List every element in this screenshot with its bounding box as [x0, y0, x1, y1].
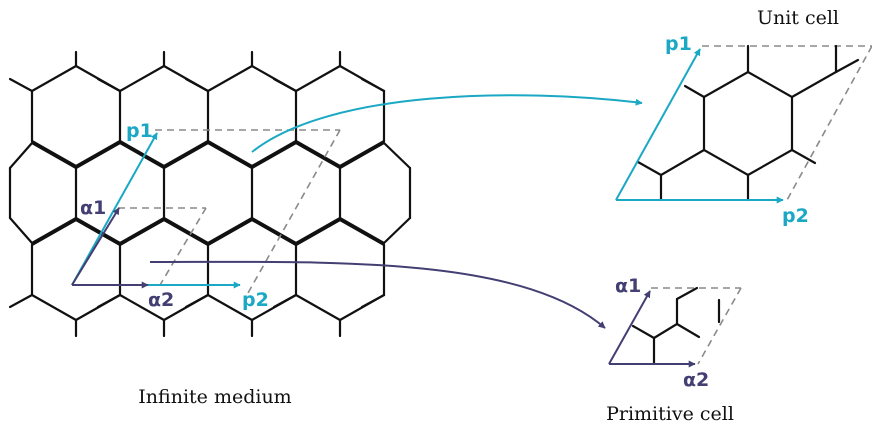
alpha2-label-primitive-cell: α2	[683, 369, 709, 391]
honeycomb-edge	[118, 216, 166, 245]
honeycomb-edge	[250, 218, 298, 247]
alpha1-vector-primitive-cell	[608, 290, 651, 365]
honeycomb-edge	[206, 141, 254, 170]
unit-cell-honeycomb	[636, 44, 860, 202]
p2-label-on-medium: p2	[242, 289, 269, 311]
honeycomb-edge	[338, 218, 386, 247]
honeycomb-edge	[338, 141, 386, 170]
honeycomb-edge	[206, 293, 254, 322]
honeycomb-edge	[250, 139, 298, 168]
honeycomb-edge	[360, 77, 386, 93]
primitive-cell-caption: Primitive cell	[606, 403, 734, 425]
honeycomb-edge	[30, 218, 78, 247]
honeycomb-edge	[30, 216, 78, 245]
honeycomb-edge	[8, 141, 34, 170]
honeycomb-edge	[162, 141, 210, 170]
honeycomb-edge	[74, 218, 122, 247]
honeycomb-edge	[250, 141, 298, 170]
p2-label-unit-cell: p2	[782, 205, 809, 227]
honeycomb-edge	[8, 216, 34, 245]
primitive-cell-mapping-arrow	[149, 260, 606, 329]
honeycomb-edge	[294, 64, 342, 93]
honeycomb-edge	[206, 64, 254, 93]
primitive-cell: α1 α2	[608, 275, 742, 391]
honeycomb-edge	[30, 141, 78, 170]
alpha1-label-primitive-cell: α1	[615, 275, 641, 297]
honeycomb-edge	[382, 216, 412, 245]
honeycomb-edge	[382, 141, 412, 170]
p1-label-on-medium: p1	[126, 120, 153, 142]
honeycomb-edge	[294, 141, 342, 170]
unit-cell-outline-on-medium	[155, 129, 341, 294]
honeycomb-edge	[294, 139, 342, 168]
honeycomb-edge	[118, 293, 166, 322]
p1-label-unit-cell: p1	[665, 33, 692, 55]
alpha1-label-on-medium: α1	[80, 197, 106, 219]
honeycomb-edge	[74, 216, 122, 245]
honeycomb-edge	[162, 218, 210, 247]
unit-cell-caption: Unit cell	[757, 7, 839, 29]
honeycomb-edge	[118, 218, 166, 247]
honeycomb-edge	[30, 64, 78, 93]
honeycomb-edge	[74, 139, 122, 168]
honeycomb-edge	[96, 77, 122, 93]
honeycomb-edge	[338, 216, 386, 245]
honeycomb-edge	[206, 139, 254, 168]
honeycomb-edge	[118, 139, 166, 168]
honeycomb-edge	[206, 216, 254, 245]
honeycomb-edge	[118, 64, 166, 93]
honeycomb-edge	[162, 139, 210, 168]
honeycomb-edge	[206, 218, 254, 247]
unit-cell: p1 p2	[615, 33, 872, 227]
primitive-cell-honeycomb	[631, 286, 721, 366]
honeycomb-edge	[294, 216, 342, 245]
honeycomb-edge	[184, 77, 210, 93]
primitive-cell-dashed-outline	[651, 287, 742, 365]
honeycomb-edge	[30, 293, 78, 322]
honeycomb-edge	[118, 141, 166, 170]
honeycomb-edge	[272, 293, 298, 309]
honeycomb-edge	[162, 216, 210, 245]
honeycomb-edge	[294, 293, 342, 322]
honeycomb-edge	[96, 293, 122, 309]
honeycomb-edge	[8, 293, 34, 309]
honeycomb-edge	[250, 216, 298, 245]
honeycomb-edge	[30, 139, 78, 168]
primitive-cell-outline-on-medium	[118, 207, 207, 286]
infinite-honeycomb-lattice	[8, 50, 412, 338]
honeycomb-edge	[294, 218, 342, 247]
honeycomb-edge	[360, 293, 386, 309]
unit-cell-mapping-arrow	[251, 94, 643, 153]
infinite-medium-caption: Infinite medium	[138, 386, 291, 408]
honeycomb-edge	[8, 77, 34, 93]
honeycomb-edge	[184, 293, 210, 309]
honeycomb-edge	[338, 139, 386, 168]
alpha1-vector-on-medium	[71, 207, 120, 286]
unit-cell-dashed-outline	[702, 45, 872, 201]
honeycomb-edge	[74, 141, 122, 170]
p1-vector-unit-cell	[615, 48, 701, 201]
alpha2-label-on-medium: α2	[148, 289, 174, 311]
honeycomb-edge	[272, 77, 298, 93]
